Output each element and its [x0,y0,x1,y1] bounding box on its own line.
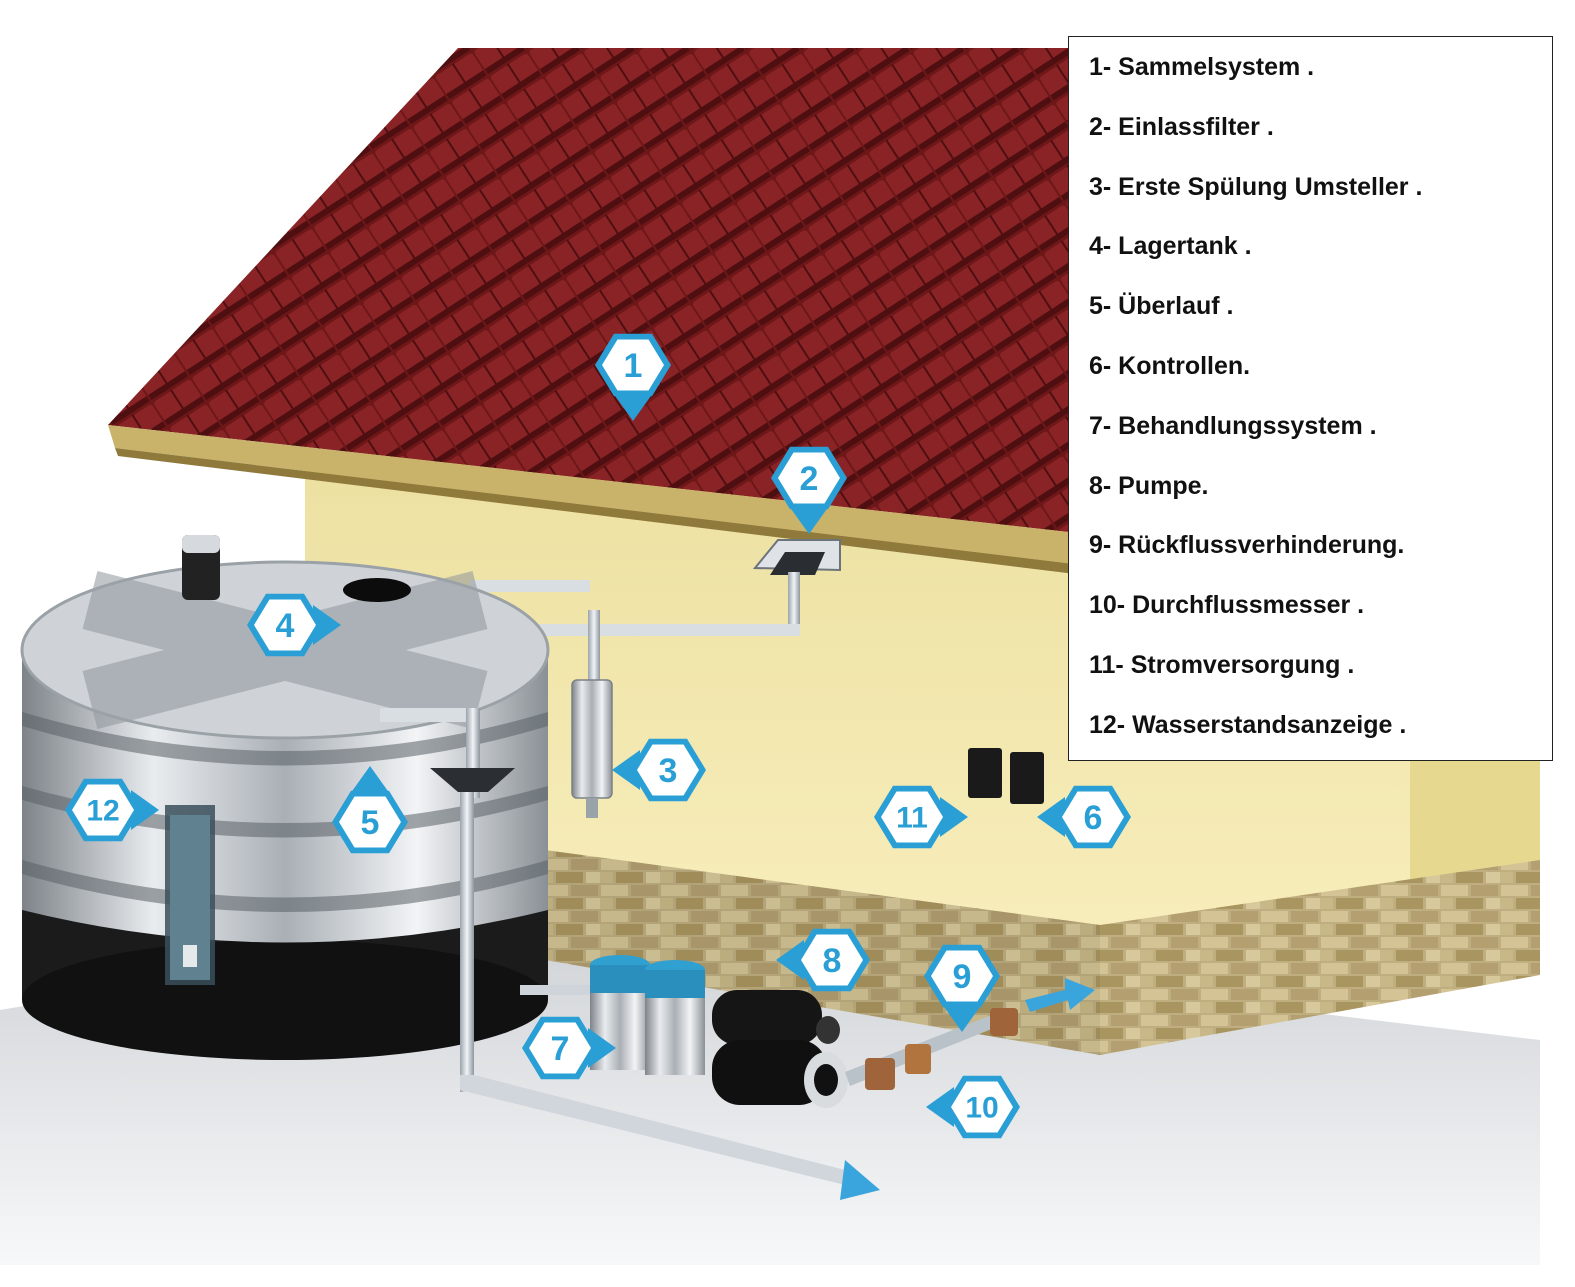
marker-1: 1 [595,333,671,421]
marker-pointer [313,605,341,645]
marker-3: 3 [612,738,706,802]
legend-item-3: 3- Erste Spülung Umsteller . [1089,172,1423,201]
legend-item-2: 2- Einlassfilter . [1089,112,1274,141]
flow-meter [865,1058,895,1090]
legend-item-12: 12- Wasserstandsanzeige . [1089,710,1407,739]
roof-tiles [108,48,1140,540]
backflow-preventer [990,1008,1018,1036]
marker-5: 5 [332,766,408,854]
legend-box: 1- Sammelsystem . 2- Einlassfilter . 3- … [1068,36,1553,761]
marker-11: 11 [874,785,968,849]
marker-pointer [776,940,804,980]
gutter [108,425,1140,572]
storage-tank [20,535,550,1060]
marker-hexagon-inner [72,784,134,836]
legend-item-9: 9- Rückflussverhinderung. [1089,531,1405,560]
marker-8: 8 [776,928,870,992]
water-level-indicator [165,805,215,985]
legend-item-11: 11- Stromversorgung . [1089,650,1355,679]
pump [712,990,848,1108]
marker-number: 1 [624,347,643,385]
marker-12: 12 [65,778,159,842]
marker-pointer [942,1004,982,1032]
marker-number: 11 [896,802,928,835]
marker-2: 2 [771,446,847,534]
controls-box [1010,752,1044,804]
marker-number: 7 [551,1030,570,1068]
marker-pointer [588,1028,616,1068]
legend-item-5: 5- Überlauf . [1089,292,1234,321]
marker-6: 6 [1037,785,1131,849]
marker-number: 10 [965,1092,998,1125]
marker-pointer [940,797,968,837]
legend-item-7: 7- Behandlungssystem . [1089,411,1377,440]
marker-hexagon-inner [339,796,401,848]
marker-number: 12 [86,795,119,828]
marker-pointer [926,1087,954,1127]
treatment-system [590,955,705,1075]
marker-number: 3 [659,752,678,790]
outflow-arrow [1025,978,1095,1012]
marker-pointer [789,506,829,534]
marker-hexagon-inner [1062,791,1124,843]
legend-item-10: 10- Durchflussmesser . [1089,591,1365,620]
overflow-pipe [380,708,880,1200]
marker-number: 9 [953,958,972,996]
marker-4: 4 [247,593,341,657]
first-flush-diverter [571,679,613,818]
marker-number: 8 [823,942,842,980]
marker-pointer [350,766,390,794]
marker-hexagon-inner [602,339,664,391]
marker-number: 5 [361,804,380,842]
marker-7: 7 [522,1016,616,1080]
marker-10: 10 [926,1075,1020,1139]
power-supply-box [968,748,1002,798]
controls-boxes [968,748,1044,804]
overflow-arrow [840,1160,880,1200]
marker-hexagon-inner [951,1081,1013,1133]
marker-hexagon-inner [801,934,863,986]
marker-number: 4 [276,607,295,645]
legend-item-6: 6- Kontrollen. [1089,351,1251,380]
marker-pointer [1037,797,1065,837]
marker-hexagon-inner [254,599,316,651]
marker-number: 6 [1084,799,1103,837]
roof [108,48,1140,582]
marker-number: 2 [800,460,819,498]
marker-hexagon-inner [881,791,943,843]
marker-hexagon-inner [529,1022,591,1074]
marker-hexagon-inner [931,950,993,1002]
marker-pointer [613,393,653,421]
discharge-line [845,978,1095,1090]
legend-item-1: 1- Sammelsystem . [1089,53,1315,81]
brick-foundation [545,850,1540,1055]
legend-item-8: 8- Pumpe. [1089,471,1209,500]
marker-hexagon-inner [778,452,840,504]
marker-hexagon-inner [637,744,699,796]
marker-pointer [131,790,159,830]
marker-pointer [612,750,640,790]
legend-item-4: 4- Lagertank . [1089,232,1252,261]
inlet-filter [752,539,841,575]
marker-9: 9 [924,944,1000,1032]
